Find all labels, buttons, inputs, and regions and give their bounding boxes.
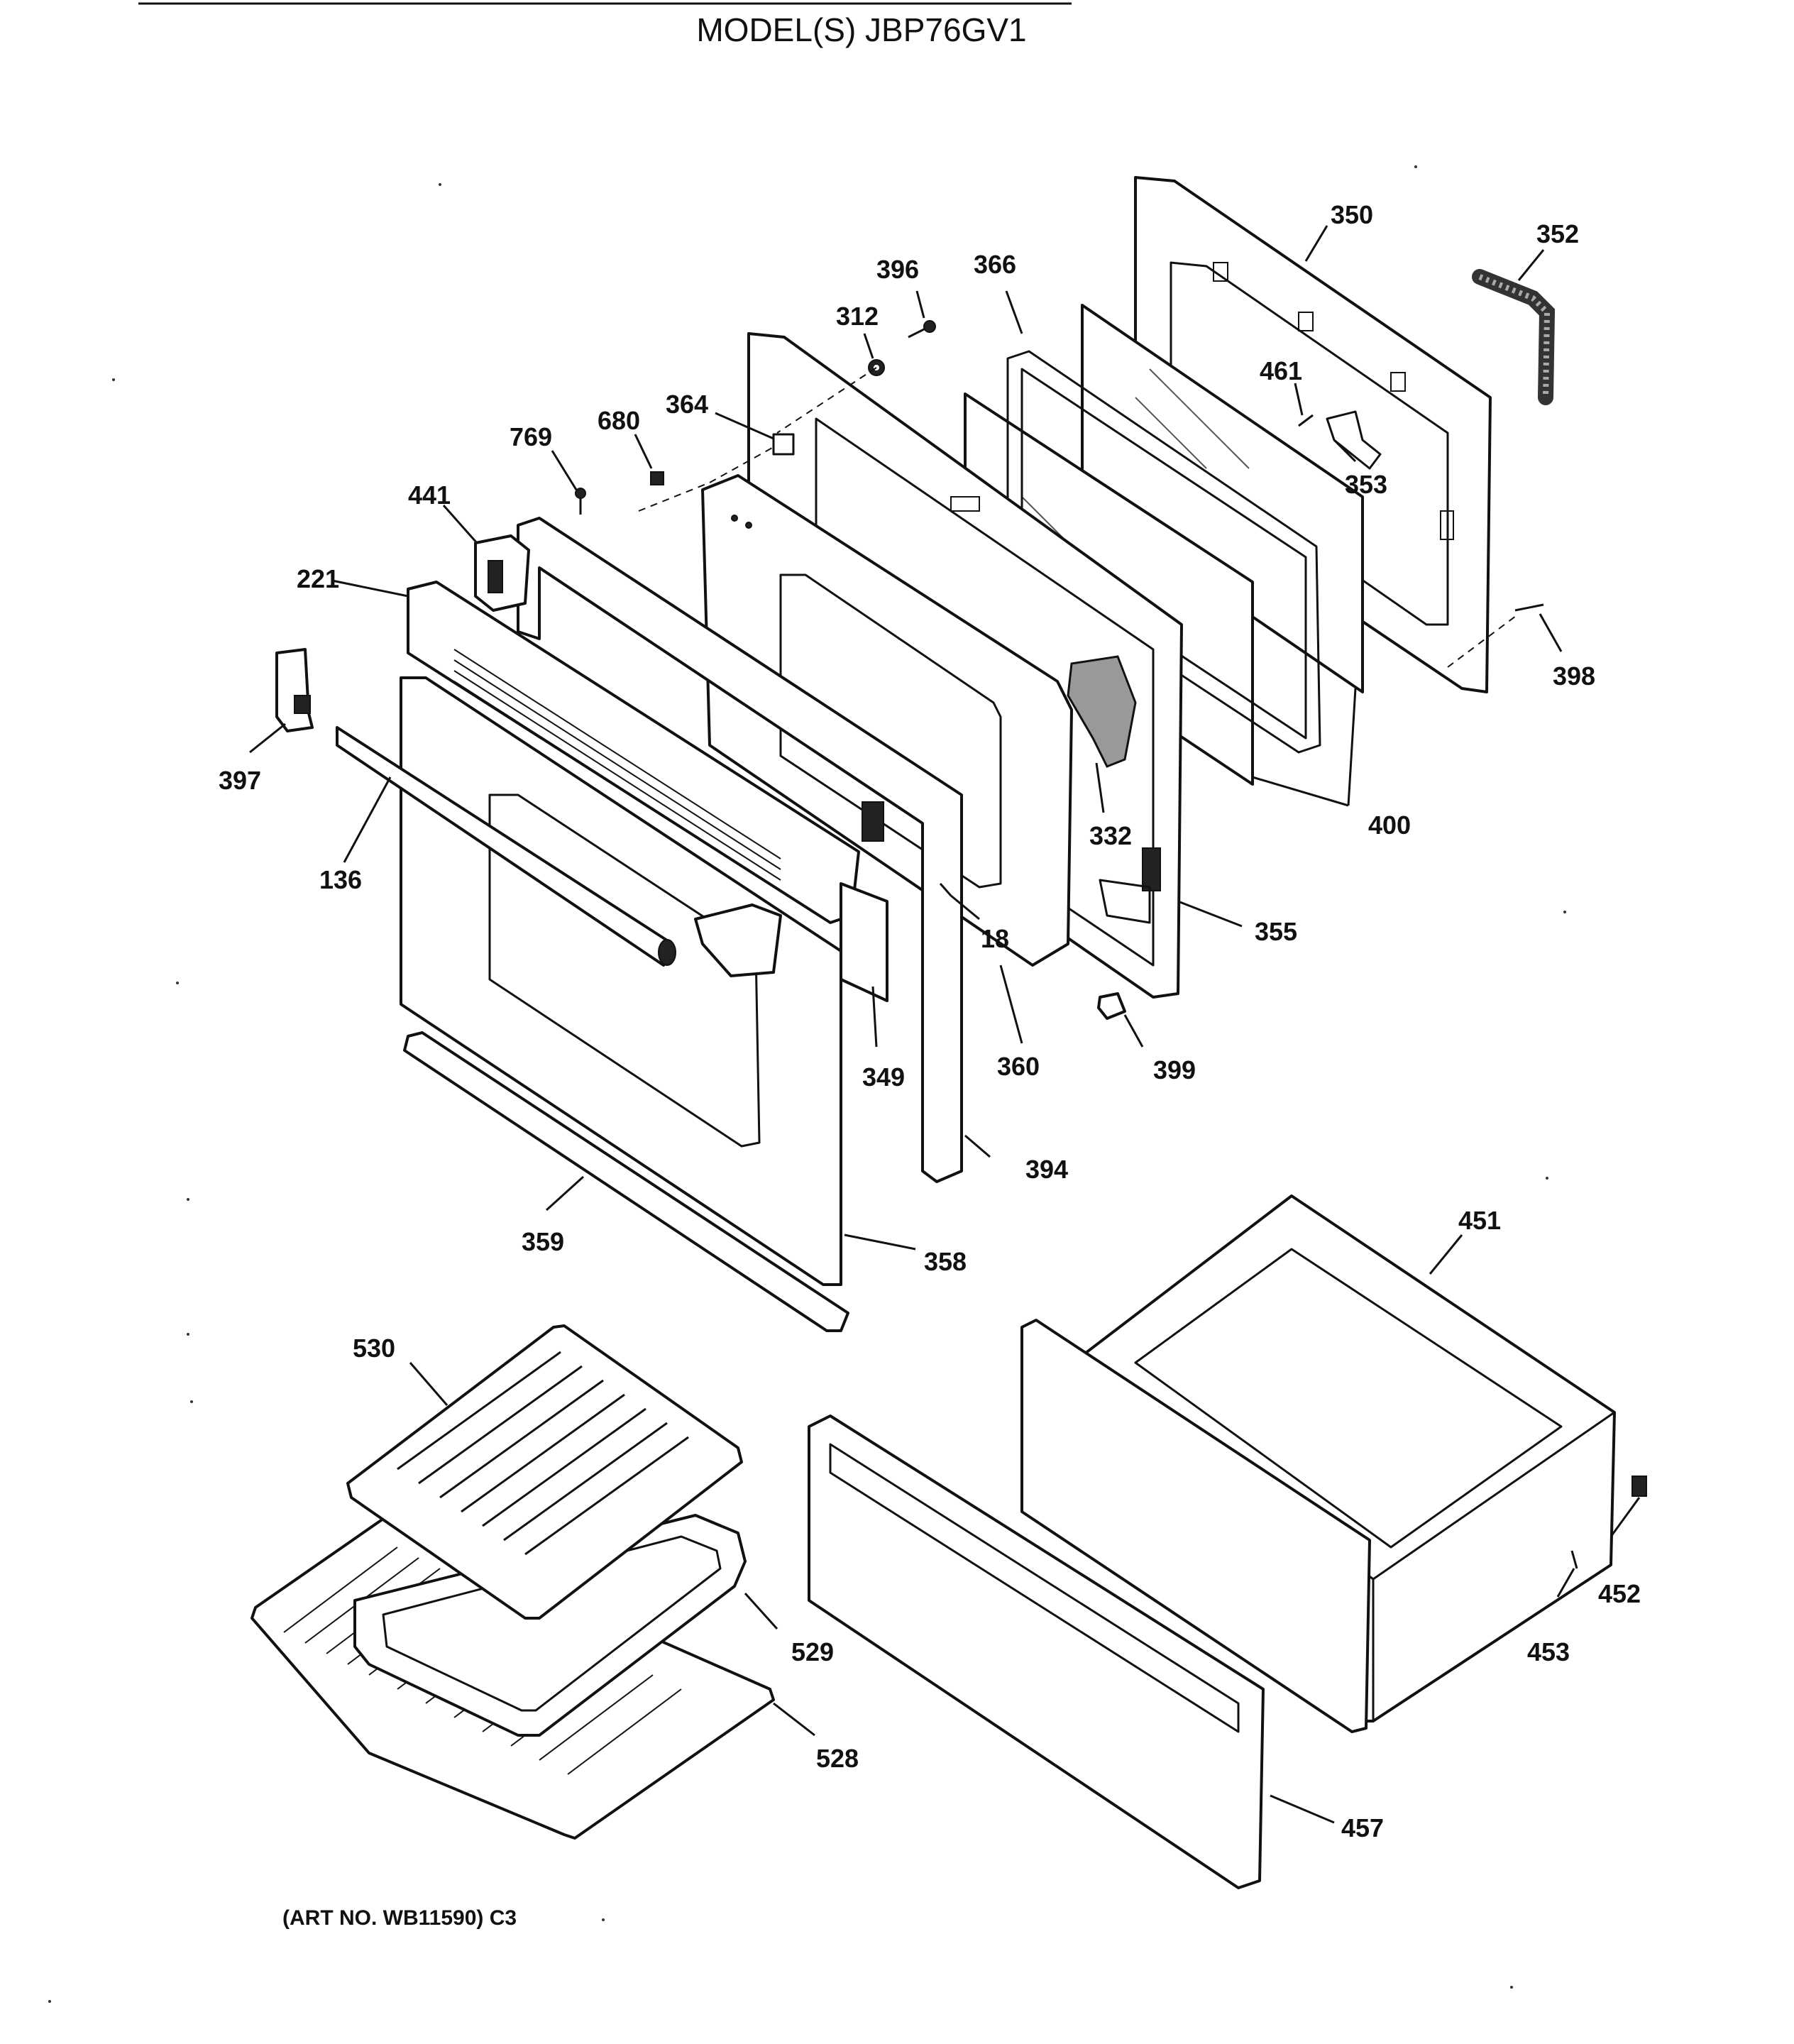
callout-441: 441 — [408, 480, 451, 510]
art-number: (ART NO. WB11590) C3 — [282, 1906, 517, 1930]
part-529-broiler-pan — [353, 1514, 747, 1737]
callout-labels: 350 352 396 366 312 461 364 680 769 353 … — [219, 200, 1641, 1842]
callout-394: 394 — [1025, 1155, 1068, 1184]
callout-453: 453 — [1527, 1637, 1570, 1666]
callout-528: 528 — [816, 1744, 859, 1773]
callout-18: 18 — [981, 924, 1009, 953]
callout-355: 355 — [1255, 917, 1297, 946]
callout-529: 529 — [791, 1637, 834, 1666]
part-398-screw — [1514, 603, 1544, 612]
callout-332: 332 — [1089, 821, 1132, 850]
model-title: MODEL(S) JBP76GV1 — [696, 11, 1026, 48]
callout-136: 136 — [319, 865, 362, 894]
leader-lines — [249, 225, 1641, 1824]
callout-451: 451 — [1458, 1206, 1501, 1235]
callout-396: 396 — [876, 255, 919, 284]
part-18-screw — [939, 883, 952, 896]
callout-366: 366 — [974, 250, 1016, 279]
drawer-side-panel — [1020, 1319, 1371, 1733]
callout-397: 397 — [219, 766, 261, 795]
part-397-switch — [275, 648, 314, 732]
part-352-gasket — [1472, 269, 1556, 405]
callout-530: 530 — [353, 1334, 395, 1363]
scan-dots — [48, 165, 1566, 2003]
callout-364: 364 — [666, 390, 708, 419]
callout-400: 400 — [1368, 811, 1411, 840]
callout-350: 350 — [1331, 200, 1373, 229]
callout-452: 452 — [1598, 1579, 1641, 1608]
part-358-outer-door — [400, 676, 842, 1286]
part-453-screw — [1570, 1550, 1578, 1569]
part-461-screw — [1298, 414, 1314, 427]
callout-457: 457 — [1341, 1813, 1384, 1842]
part-136-handle — [336, 726, 676, 967]
part-452-drawer-stop — [1631, 1476, 1647, 1497]
part-441-hinge — [474, 534, 530, 612]
callout-353: 353 — [1345, 470, 1387, 499]
part-457-drawer-front — [808, 1414, 1265, 1889]
callout-312: 312 — [836, 302, 879, 331]
callout-221: 221 — [297, 564, 339, 593]
callout-461: 461 — [1260, 356, 1302, 385]
callout-359: 359 — [522, 1227, 564, 1256]
callout-398: 398 — [1553, 661, 1595, 691]
part-332-insulation — [1067, 655, 1137, 768]
part-396-screw — [908, 320, 936, 339]
assembly-dashed-lines — [638, 367, 1519, 668]
part-359-bottom-trim — [403, 1031, 849, 1332]
part-394-door-frame — [517, 517, 963, 1183]
part-769-screw — [575, 488, 586, 515]
callout-680: 680 — [598, 406, 640, 435]
callout-360: 360 — [997, 1052, 1040, 1081]
callout-358: 358 — [924, 1247, 967, 1276]
part-360-liner-panel — [701, 474, 1073, 967]
callout-769: 769 — [510, 422, 552, 451]
callout-349: 349 — [862, 1062, 905, 1092]
callout-399: 399 — [1153, 1055, 1196, 1084]
callout-352: 352 — [1536, 219, 1579, 248]
part-349-vent-panel — [840, 882, 888, 1002]
part-530-pan-insert — [346, 1324, 743, 1620]
part-399-bumper — [1097, 992, 1126, 1020]
part-680-clip — [650, 471, 664, 485]
part-364-spacer — [772, 433, 795, 456]
door-handle-bracket — [694, 903, 782, 977]
